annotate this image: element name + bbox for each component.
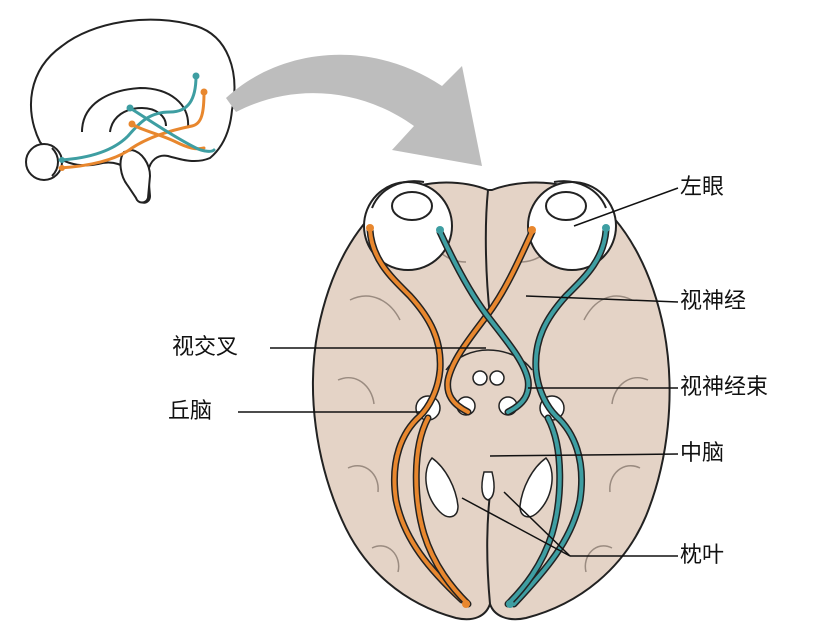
- pathway-teal-inner: [512, 228, 608, 606]
- visual-pathways: [366, 224, 610, 608]
- sagittal-eye: [25, 143, 63, 181]
- sagittal-dot-6: [59, 157, 65, 163]
- sagittal-eye-lens: [51, 147, 59, 177]
- eye-right-lens-viewer-right: [545, 191, 587, 221]
- sagittal-dot-5: [59, 165, 65, 171]
- label-midbrain: 中脑: [680, 441, 725, 466]
- eye-left-lens-viewer-left: [391, 191, 433, 221]
- pathway-orange2-inner: [445, 230, 534, 414]
- sagittal-pathway-teal: [58, 74, 198, 162]
- leader-lines: [238, 187, 679, 557]
- eye-left-cornea: [371, 180, 425, 209]
- transition-arrow: [226, 54, 482, 166]
- sagittal-inner-curve-2: [109, 106, 167, 133]
- teal-endpoint-eye2: [436, 226, 444, 234]
- leader-optic-nerve: [525, 295, 679, 303]
- pathway-orange-group: [366, 224, 536, 608]
- label-optic-nerve: 视神经: [680, 289, 747, 314]
- sagittal-pathways: [58, 72, 216, 171]
- sagittal-dot-4: [126, 104, 134, 112]
- teal-endpoint-eye: [602, 224, 610, 232]
- label-occipital-lobe: 枕叶: [680, 543, 725, 568]
- teal-endpoint-back: [506, 600, 514, 608]
- sagittal-dot-1: [192, 72, 200, 80]
- label-thalamus: 丘脑: [168, 399, 213, 424]
- label-left-eye: 左眼: [680, 175, 725, 200]
- pathway-orange3-inner: [414, 416, 470, 606]
- leader-left-eye: [573, 187, 679, 227]
- leader-midbrain: [489, 453, 679, 457]
- right-ventricle: [519, 456, 553, 518]
- interhemispheric-fissure-front: [484, 189, 491, 317]
- central-aqueduct: [481, 471, 495, 501]
- pathway-teal3-inner: [506, 416, 562, 606]
- basal-brain-outline: [311, 181, 671, 621]
- orange-endpoint-back: [462, 600, 470, 608]
- label-optic-tract: 视神经束: [680, 375, 769, 400]
- orange-endpoint-eye2: [528, 226, 536, 234]
- leader-occipital-2: [461, 497, 571, 557]
- eye-right-cornea: [553, 180, 607, 209]
- sagittal-pathway-teal-2: [128, 106, 216, 153]
- sagittal-dot-2: [200, 88, 208, 96]
- eyes: [363, 180, 617, 271]
- label-optic-chiasm: 视交叉: [172, 335, 239, 360]
- pathway-teal-group: [436, 224, 610, 608]
- sagittal-dot-3: [128, 120, 136, 128]
- sagittal-brainstem: [119, 148, 152, 204]
- pathway-teal2-inner: [438, 230, 531, 414]
- leader-occipital-3: [503, 491, 571, 557]
- mammillary-body-right: [489, 370, 505, 386]
- left-ventricle: [425, 456, 459, 518]
- basal-brain: [311, 181, 671, 621]
- orange-endpoint-eye: [366, 224, 374, 232]
- mammillary-body-left: [472, 370, 488, 386]
- pathway-orange-inner: [368, 228, 464, 602]
